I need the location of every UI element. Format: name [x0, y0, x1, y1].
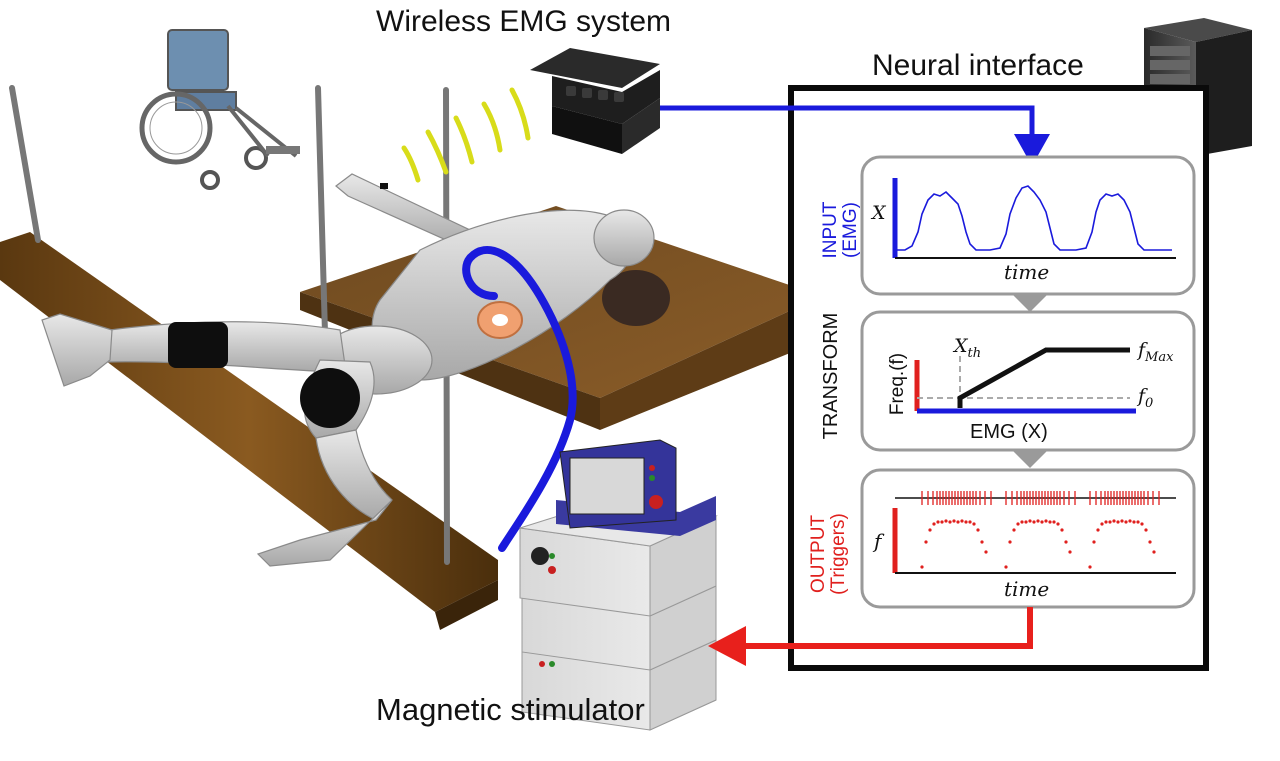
svg-text:OUTPUT: OUTPUT [808, 515, 829, 594]
frequency-dot [1148, 540, 1152, 544]
frequency-dot [1008, 540, 1012, 544]
frequency-dot [1136, 520, 1140, 524]
frequency-dot [1088, 565, 1092, 569]
frequency-dot [1020, 520, 1024, 524]
emg-data-arrow [1014, 134, 1050, 166]
frequency-dot [1016, 522, 1020, 526]
frequency-dot [1128, 519, 1132, 523]
label-neural-interface: Neural interface [872, 49, 1084, 82]
input-panel-title: INPUT (EMG) [820, 201, 861, 258]
frequency-dot [1048, 520, 1052, 524]
frequency-dot [1132, 520, 1136, 524]
frequency-dot [928, 528, 932, 532]
frequency-dot [1124, 520, 1128, 524]
transform-y-label: Freq.(f) [887, 353, 908, 415]
output-x-label: time [1004, 577, 1049, 601]
frequency-dot [1004, 565, 1008, 569]
frequency-dot [1024, 520, 1028, 524]
frequency-dot [976, 528, 980, 532]
trigger-arrow [708, 626, 746, 666]
frequency-dot [1044, 519, 1048, 523]
emg-receiver-case [530, 48, 660, 154]
frequency-dot [1056, 522, 1060, 526]
frequency-dot [948, 520, 952, 524]
magnetic-stimulator [519, 439, 718, 731]
svg-text:(EMG): (EMG) [840, 202, 861, 258]
frequency-dot [1060, 528, 1064, 532]
frequency-dot [1092, 540, 1096, 544]
frequency-dot [956, 520, 960, 524]
wheelchair-icon [139, 29, 300, 190]
label-magnetic-stimulator: Magnetic stimulator [376, 692, 645, 727]
frequency-dot [1112, 519, 1116, 523]
frequency-dot [1108, 520, 1112, 524]
frequency-dot [972, 522, 976, 526]
frequency-dot [940, 520, 944, 524]
input-y-label: X [870, 202, 887, 224]
transform-threshold-label: Xth [952, 335, 981, 361]
input-emg-signal [897, 185, 1172, 251]
frequency-dot [1120, 519, 1124, 523]
svg-text:INPUT: INPUT [820, 201, 841, 258]
frequency-dot [1012, 528, 1016, 532]
emg-signal-arcs [401, 87, 531, 183]
transform-fmax-label: fMax [1136, 339, 1174, 365]
frequency-dot [1144, 528, 1148, 532]
flow-arrow-1 [1012, 294, 1048, 312]
frequency-dot [964, 520, 968, 524]
emg-data-line [660, 105, 1035, 138]
frequency-dot [980, 540, 984, 544]
frequency-dot [936, 520, 940, 524]
frequency-dot [1032, 520, 1036, 524]
frequency-dot [1152, 550, 1156, 554]
frequency-dot [1036, 519, 1040, 523]
flow-arrow-2 [1012, 450, 1048, 468]
frequency-dot [1140, 522, 1144, 526]
frequency-dot [944, 519, 948, 523]
frequency-dot [952, 519, 956, 523]
frequency-dot [1068, 550, 1072, 554]
frequency-dot [1064, 540, 1068, 544]
frequency-dot [932, 522, 936, 526]
frequency-dot [1116, 520, 1120, 524]
frequency-dot [1052, 520, 1056, 524]
frequency-dot [1040, 520, 1044, 524]
transform-panel-title: TRANSFORM [820, 313, 842, 440]
input-x-label: time [1004, 260, 1049, 284]
frequency-dot [1096, 528, 1100, 532]
frequency-dot [1100, 522, 1104, 526]
transform-f0-label: f0 [1136, 385, 1153, 411]
frequency-dot [1104, 520, 1108, 524]
frequency-dot [960, 519, 964, 523]
transform-curve [957, 347, 1130, 408]
frequency-dot [920, 565, 924, 569]
frequency-dot [924, 540, 928, 544]
svg-text:(Triggers): (Triggers) [828, 513, 849, 595]
leg-straps [168, 322, 360, 428]
trigger-line [740, 607, 1033, 649]
frequency-dot [984, 550, 988, 554]
transform-x-label: EMG (X) [970, 421, 1048, 443]
emg-sensor [380, 183, 388, 189]
frequency-dot [968, 520, 972, 524]
output-trigger-ticks [921, 491, 1160, 505]
output-panel-title: OUTPUT (Triggers) [808, 513, 849, 595]
frequency-dot [1028, 519, 1032, 523]
magnetic-coil [462, 246, 577, 552]
output-frequency-dots [920, 519, 1156, 569]
label-wireless-emg: Wireless EMG system [376, 5, 671, 38]
